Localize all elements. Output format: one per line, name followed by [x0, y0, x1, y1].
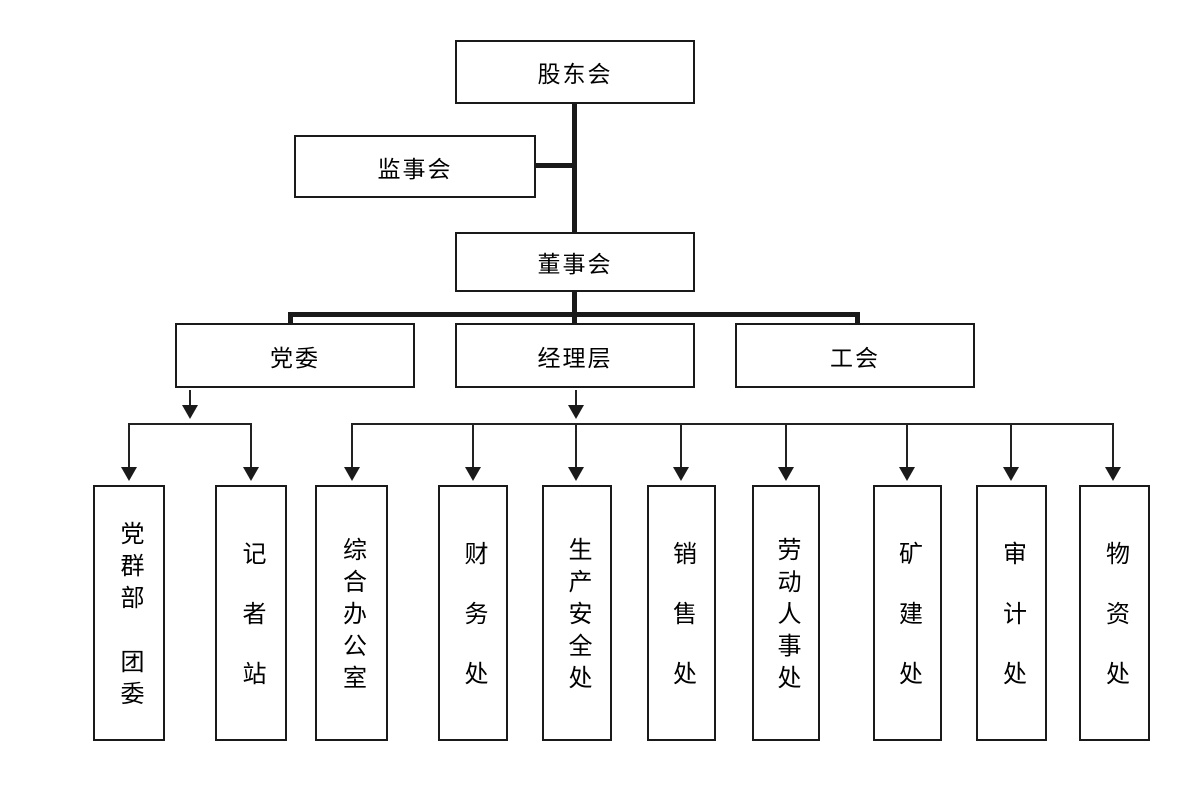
connector-drop-party-committee	[288, 312, 293, 324]
down-arrowhead-icon	[465, 467, 481, 481]
connector-board-children-bracket	[288, 312, 860, 317]
org-node-party-mass-dept-youth-league: 党群部 团委	[93, 485, 165, 741]
org-node-labor-personnel-dept: 劳动人事处	[752, 485, 820, 741]
connector-drop-dept	[575, 423, 577, 468]
org-node-labor-union: 工会	[735, 323, 975, 388]
down-arrowhead-icon	[121, 467, 137, 481]
connector-party-stem	[189, 390, 191, 406]
org-node-supervisory-board: 监事会	[294, 135, 536, 198]
connector-supervisory-board-link	[534, 163, 574, 168]
org-node-management: 经理层	[455, 323, 695, 388]
down-arrowhead-icon	[1105, 467, 1121, 481]
org-node-board-of-directors: 董事会	[455, 232, 695, 292]
org-node-reporter-station: 记者站	[215, 485, 287, 741]
connector-drop-dept	[250, 423, 252, 468]
down-arrowhead-icon	[568, 467, 584, 481]
connector-drop-dept	[351, 423, 353, 468]
down-arrowhead-icon	[344, 467, 360, 481]
connector-drop-dept	[472, 423, 474, 468]
org-node-audit-dept: 审计处	[976, 485, 1047, 741]
org-node-production-safety-dept: 生产安全处	[542, 485, 612, 741]
down-arrowhead-icon	[182, 405, 198, 419]
dept-label: 销售处	[668, 541, 696, 721]
down-arrowhead-icon	[673, 467, 689, 481]
connector-management-bracket	[351, 423, 1114, 425]
org-node-materials-dept: 物资处	[1079, 485, 1150, 741]
dept-label: 党群部 团委	[116, 521, 143, 713]
connector-drop-dept	[128, 423, 130, 468]
connector-shareholders-to-board	[572, 103, 577, 233]
dept-label: 财务处	[460, 541, 487, 721]
down-arrowhead-icon	[1003, 467, 1019, 481]
dept-label: 物资处	[1101, 541, 1129, 721]
connector-drop-dept	[906, 423, 908, 468]
dept-label: 矿建处	[894, 541, 922, 721]
dept-label: 劳动人事处	[773, 537, 800, 697]
org-node-party-committee: 党委	[175, 323, 415, 388]
connector-party-bracket	[128, 423, 252, 425]
down-arrowhead-icon	[778, 467, 794, 481]
connector-drop-dept	[680, 423, 682, 468]
connector-drop-labor-union	[855, 312, 860, 324]
connector-drop-dept	[1112, 423, 1114, 468]
connector-drop-dept	[1010, 423, 1012, 468]
org-node-shareholders-label: 股东会	[537, 61, 613, 87]
down-arrowhead-icon	[899, 467, 915, 481]
org-node-mine-construction-dept: 矿建处	[873, 485, 942, 741]
down-arrowhead-icon	[568, 405, 584, 419]
org-node-finance-dept: 财务处	[438, 485, 508, 741]
down-arrowhead-icon	[243, 467, 259, 481]
connector-management-stem	[575, 390, 577, 406]
org-node-supervisory-board-label: 监事会	[377, 155, 453, 182]
org-node-shareholders: 股东会	[455, 40, 695, 104]
org-node-labor-union-label: 工会	[830, 344, 880, 371]
connector-board-to-children	[572, 291, 577, 324]
dept-label: 综合办公室	[338, 537, 366, 697]
org-node-management-label: 经理层	[537, 344, 613, 371]
org-node-general-office: 综合办公室	[315, 485, 388, 741]
dept-label: 记者站	[238, 541, 265, 721]
org-node-sales-dept: 销售处	[647, 485, 716, 741]
org-node-board-of-directors-label: 董事会	[537, 251, 613, 277]
dept-label: 审计处	[998, 541, 1026, 721]
connector-drop-dept	[785, 423, 787, 468]
dept-label: 生产安全处	[564, 537, 591, 697]
org-node-party-committee-label: 党委	[270, 344, 320, 371]
